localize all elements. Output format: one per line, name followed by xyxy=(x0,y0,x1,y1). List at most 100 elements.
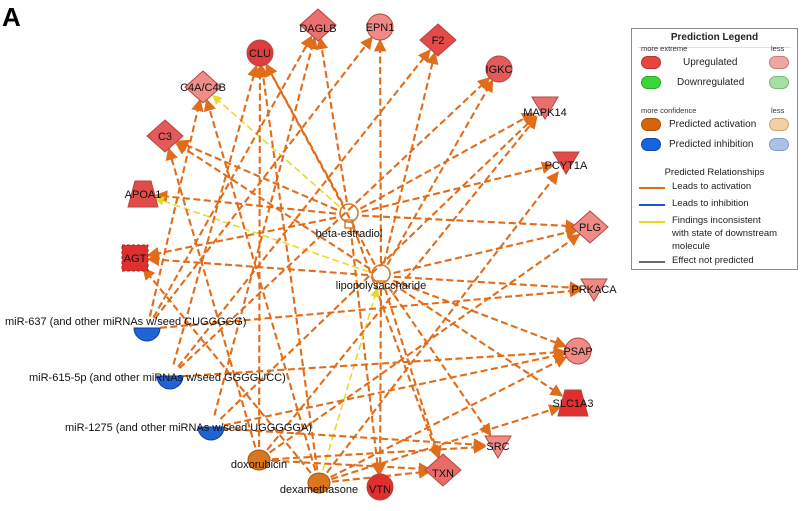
agt-square-icon xyxy=(121,244,149,272)
edge-lipopolysaccharide-to-epn1 xyxy=(373,38,387,264)
node-plg[interactable]: PLG xyxy=(571,210,609,244)
node-src[interactable]: SRC xyxy=(484,435,512,459)
legend-divider xyxy=(638,47,791,48)
txn-diamond-icon xyxy=(424,453,462,487)
edge-lipopolysaccharide-to-c3 xyxy=(174,142,371,270)
label-agt: AGT xyxy=(124,253,147,265)
activation-light-swatch-icon xyxy=(769,118,789,131)
edge-mir-615-5p-to-clu xyxy=(172,64,260,365)
label-doxorubicin: doxorubicin xyxy=(231,459,287,471)
node-mir-615-5p[interactable]: miR-615-5p (and other miRNAs w/seed GGGG… xyxy=(29,372,286,390)
panel-label: A xyxy=(2,2,21,32)
mir-615-5p-semicircle-icon xyxy=(156,375,184,390)
label-daglb: DAGLB xyxy=(299,23,336,35)
label-clu: CLU xyxy=(249,48,271,60)
node-pcyt1a[interactable]: PCYT1A xyxy=(545,151,588,175)
psap-circle-icon xyxy=(564,337,592,365)
legend-not-predicted: Effect not predicted xyxy=(672,255,754,266)
prkaca-triangle-icon xyxy=(580,278,608,302)
label-src: SRC xyxy=(486,441,509,453)
label-pcyt1a: PCYT1A xyxy=(545,160,588,172)
edge-beta-estradiol-to-c3 xyxy=(175,139,338,211)
label-vtn: VTN xyxy=(369,484,391,496)
node-doxorubicin[interactable]: doxorubicin xyxy=(231,449,287,471)
edge-beta-estradiol-to-txn xyxy=(352,226,441,459)
label-lipopolysaccharide: lipopolysaccharide xyxy=(336,280,427,292)
node-igkc[interactable]: IGKC xyxy=(485,55,513,83)
node-mapk14[interactable]: MAPK14 xyxy=(523,96,567,120)
activation-line-icon xyxy=(639,187,665,189)
node-mir-637[interactable]: miR-637 (and other miRNAs w/seed CUGGGGG… xyxy=(5,316,246,342)
node-txn[interactable]: TXN xyxy=(424,453,462,487)
legend-upregulated: Upregulated xyxy=(683,57,738,68)
edge-mir-637-to-epn1 xyxy=(154,36,373,320)
edge-lipopolysaccharide-to-f2 xyxy=(383,51,439,264)
mir-637-semicircle-icon xyxy=(133,327,161,342)
edge-mir-637-to-c4a-c4b xyxy=(148,98,204,317)
node-psap[interactable]: PSAP xyxy=(563,337,593,365)
lipopolysaccharide-ring-icon xyxy=(371,264,391,284)
edge-beta-estradiol-to-daglb xyxy=(315,36,348,203)
edge-doxorubicin-to-plg xyxy=(269,233,581,454)
label-f2: F2 xyxy=(432,35,445,47)
legend-findings-line2: with state of downstream xyxy=(672,228,778,239)
c4a-c4b-diamond-icon xyxy=(184,70,222,104)
node-clu[interactable]: CLU xyxy=(246,39,274,67)
node-dexamethasone[interactable]: dexamethasone xyxy=(280,472,358,496)
legend-title: Prediction Legend xyxy=(670,32,759,43)
node-prkaca[interactable]: PRKACA xyxy=(571,278,617,302)
edge-mir-1275-to-daglb xyxy=(213,36,318,416)
node-beta-estradiol[interactable]: beta-estradiol xyxy=(316,203,383,240)
edge-beta-estradiol-to-c4a-c4b xyxy=(212,94,340,208)
doxorubicin-oval-icon xyxy=(247,449,271,471)
legend-leads-inhibition: Leads to inhibition xyxy=(672,198,749,209)
predicted-inhibition-swatch-icon xyxy=(641,138,661,151)
node-f2[interactable]: F2 xyxy=(419,23,457,57)
label-psap: PSAP xyxy=(563,346,592,358)
epn1-circle-icon xyxy=(366,13,394,41)
mir-1275-semicircle-icon xyxy=(197,426,225,441)
edge-mir-615-5p-to-f2 xyxy=(177,49,431,368)
legend-less-extreme: less xyxy=(771,44,785,53)
edge-dexamethasone-to-clu xyxy=(257,64,319,471)
inhibition-line-icon xyxy=(639,204,665,206)
edge-mir-615-5p-to-psap xyxy=(182,346,567,378)
legend-more-confidence: more confidence xyxy=(641,106,697,115)
edge-doxorubicin-to-txn xyxy=(271,459,432,475)
label-dexamethasone: dexamethasone xyxy=(280,484,358,496)
edge-dexamethasone-to-c4a-c4b xyxy=(203,98,317,471)
beta-estradiol-square-mark-icon xyxy=(344,219,354,229)
daglb-diamond-icon xyxy=(299,8,337,42)
upregulated-swatch-icon xyxy=(641,56,661,69)
not-predicted-line-icon xyxy=(639,261,665,263)
legend-downregulated: Downregulated xyxy=(677,77,745,88)
inhibition-light-swatch-icon xyxy=(769,138,789,151)
edge-doxorubicin-to-src xyxy=(271,441,487,461)
upregulated-light-swatch-icon xyxy=(769,56,789,69)
label-igkc: IGKC xyxy=(486,64,513,76)
node-daglb[interactable]: DAGLB xyxy=(299,8,337,42)
edge-beta-estradiol-to-apoa1 xyxy=(154,190,337,215)
node-agt[interactable]: AGT xyxy=(121,244,149,272)
edge-mir-1275-to-psap xyxy=(223,349,567,427)
edge-mir-637-to-daglb xyxy=(152,35,313,319)
node-c3[interactable]: C3 xyxy=(146,119,184,153)
edge-dexamethasone-to-psap xyxy=(330,355,568,479)
edge-lipopolysaccharide-to-slc1a3 xyxy=(391,282,564,397)
edge-lipopolysaccharide-to-src xyxy=(387,286,492,437)
legend-predicted-activation: Predicted activation xyxy=(669,119,757,130)
node-mir-1275[interactable]: miR-1275 (and other miRNAs w/seed UGGGGG… xyxy=(65,422,312,441)
label-c3: C3 xyxy=(158,131,172,143)
c3-diamond-icon xyxy=(146,119,184,153)
node-lipopolysaccharide[interactable]: lipopolysaccharide xyxy=(336,264,427,292)
node-epn1[interactable]: EPN1 xyxy=(366,13,395,41)
node-c4a-c4b[interactable]: C4A/C4B xyxy=(180,70,226,104)
node-vtn[interactable]: VTN xyxy=(366,473,394,501)
edge-doxorubicin-to-c3 xyxy=(165,147,257,448)
label-apoa1: APOA1 xyxy=(125,189,162,201)
label-mir-637: miR-637 (and other miRNAs w/seed CUGGGGG… xyxy=(5,316,246,328)
label-txn: TXN xyxy=(432,468,454,480)
edge-dexamethasone-to-lipopolysaccharide xyxy=(321,287,380,471)
node-apoa1[interactable]: APOA1 xyxy=(125,180,162,208)
node-slc1a3[interactable]: SLC1A3 xyxy=(553,389,594,417)
